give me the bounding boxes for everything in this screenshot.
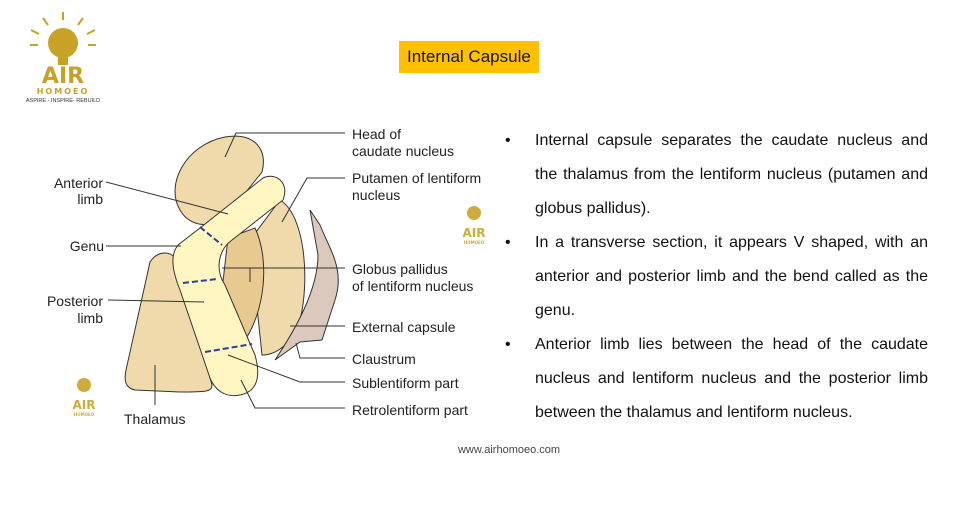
- label-anterior: Anterior: [54, 175, 103, 191]
- label-posterior-limb: limb: [77, 310, 103, 326]
- leader-lines: [105, 132, 345, 409]
- bullet-item: Anterior limb lies between the head of t…: [505, 328, 928, 430]
- internal-capsule-diagram: Head of caudate nucleus Putamen of lenti…: [47, 126, 486, 427]
- svg-text:HOMOEO: HOMOEO: [464, 240, 485, 245]
- diagram-labels: Head of caudate nucleus Putamen of lenti…: [47, 126, 481, 427]
- logo-main: AIR HOMOEO ASPIRE - INSPIRE- REBUILD: [26, 12, 100, 104]
- label-globus-pallidus: Globus pallidus: [352, 261, 448, 277]
- slide-title: Internal Capsule: [399, 41, 539, 73]
- label-external-capsule: External capsule: [352, 319, 456, 335]
- internal-capsule: [172, 175, 286, 397]
- label-retrolentiform: Retrolentiform part: [352, 402, 468, 418]
- label-claustrum: Claustrum: [352, 351, 416, 367]
- footer-url: www.airhomoeo.com: [457, 444, 561, 456]
- label-caudate-nucleus: caudate nucleus: [352, 143, 454, 159]
- svg-text:HOMOEO: HOMOEO: [74, 412, 95, 417]
- label-anterior-limb: limb: [77, 191, 103, 207]
- label-sublentiform: Sublentiform part: [352, 375, 459, 391]
- logo-tagline: ASPIRE - INSPIRE- REBUILD: [26, 98, 100, 104]
- label-thalamus: Thalamus: [124, 411, 185, 427]
- logo-sub: HOMOEO: [37, 87, 90, 96]
- label-globus-pallidus-2: of lentiform nucleus: [352, 278, 473, 294]
- claustrum: [274, 209, 339, 361]
- sun-rays-icon: [30, 12, 96, 46]
- label-posterior: Posterior: [47, 293, 103, 309]
- watermark-logo: AIR HOMOEO AIR HOMOEO: [73, 206, 486, 417]
- bullet-item: In a transverse section, it appears V sh…: [505, 226, 928, 328]
- bulb-icon: [48, 28, 78, 58]
- label-putamen-nucleus: nucleus: [352, 187, 400, 203]
- label-genu: Genu: [70, 238, 104, 254]
- logo-brand: AIR: [42, 64, 84, 89]
- label-putamen: Putamen of lentiform: [352, 170, 481, 186]
- dashed-boundaries: [182, 226, 253, 353]
- svg-text:AIR: AIR: [73, 398, 96, 412]
- label-head-of: Head of: [352, 126, 401, 142]
- thalamus: [124, 252, 213, 393]
- bullet-item: Internal capsule separates the caudate n…: [505, 124, 928, 226]
- svg-text:AIR: AIR: [463, 226, 486, 240]
- bullet-list: Internal capsule separates the caudate n…: [505, 124, 928, 430]
